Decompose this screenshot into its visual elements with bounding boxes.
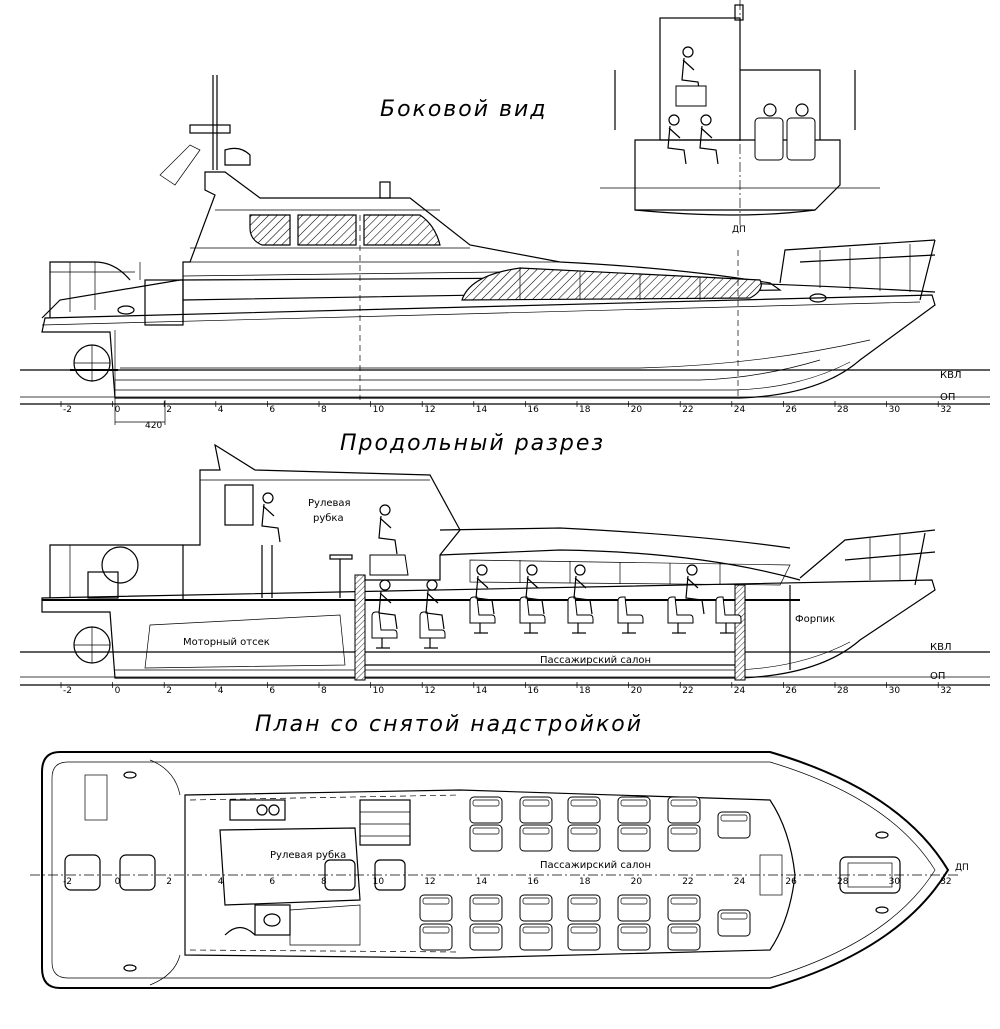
frame-tick-label: 20 [631,405,643,415]
side-view-title: Боковой вид [380,97,548,122]
dp-label-plan: ДП [955,863,969,873]
passenger-salon-label-plan: Пассажирский салон [540,860,651,871]
dp-label-section: ДП [732,225,746,235]
frame-tick-label: 16 [527,686,539,696]
frame-tick-label: 16 [527,877,539,887]
longitudinal-section: Рулевая рубка Моторный отсек [20,443,990,686]
frame-tick-label: 24 [734,877,746,887]
frame-tick-label: 8 [321,877,327,887]
frame-tick-label: 22 [682,877,693,887]
frame-tick-label: 14 [476,686,488,696]
frame-tick-label: 20 [631,686,643,696]
op-label-section: ОП [930,671,945,682]
frame-tick-label: 26 [785,877,797,887]
frame-tick-label: 2 [166,877,172,887]
frame-tick-label: 14 [476,877,488,887]
longitudinal-section-title: Продольный разрез [340,431,605,456]
frame-tick-label: 24 [734,686,746,696]
frame-tick-label: 32 [940,686,951,696]
cross-section-view: ДП [600,0,880,235]
frame-tick-label: 12 [424,405,435,415]
plan-view: ДП Рулевая рубка Пассажирский са [30,751,969,989]
kvl-label-side: КВЛ [940,370,961,381]
frame-tick-label: 6 [269,405,275,415]
frame-tick-label: 0 [115,686,121,696]
frame-tick-label: 30 [889,405,901,415]
frame-tick-label: 6 [269,877,275,887]
dim-420: 420 [145,421,162,431]
op-label-side: ОП [940,392,955,403]
frame-tick-label: 20 [631,877,643,887]
frame-tick-label: 2 [166,405,172,415]
frame-tick-label: -2 [63,877,72,887]
frame-tick-label: 22 [682,405,693,415]
wheelhouse-label-line2: рубка [313,513,344,524]
frame-tick-label: 28 [837,686,849,696]
frame-tick-label: 10 [373,686,385,696]
frame-tick-label: 8 [321,405,327,415]
passenger-seats-grid [419,796,751,951]
frame-tick-label: 8 [321,686,327,696]
frame-tick-label: 16 [527,405,539,415]
frame-tick-label: 18 [579,405,591,415]
kvl-label-section: КВЛ [930,642,951,653]
frame-tick-label: 18 [579,877,591,887]
frame-tick-label: 26 [785,405,797,415]
frame-tick-label: 12 [424,877,435,887]
frame-tick-label: 14 [476,405,488,415]
frame-tick-label: 22 [682,686,693,696]
frame-tick-label: 4 [218,877,224,887]
frame-tick-label: 28 [837,877,849,887]
frame-tick-label: 32 [940,405,951,415]
frame-tick-label: 6 [269,686,275,696]
frame-tick-label: -2 [63,686,72,696]
forepeak-label: Форпик [795,614,835,625]
plan-view-title: План со снятой надстройкой [255,712,643,737]
frame-tick-label: 2 [166,686,172,696]
frame-tick-label: 12 [424,686,435,696]
frame-tick-label: 4 [218,686,224,696]
side-view: 420 КВЛ ОП [20,75,990,431]
passenger-salon-label-section: Пассажирский салон [540,655,651,666]
wheelhouse-label-plan: Рулевая рубка [270,850,346,861]
frame-tick-label: 26 [785,686,797,696]
frame-tick-label: 0 [115,405,121,415]
frame-tick-label: 18 [579,686,591,696]
frame-tick-label: -2 [63,405,72,415]
frame-tick-label: 0 [115,877,121,887]
frame-tick-label: 32 [940,877,951,887]
engine-room-label: Моторный отсек [183,637,270,648]
wheelhouse-label-line1: Рулевая [308,498,351,509]
frame-tick-label: 30 [889,686,901,696]
frame-tick-label: 24 [734,405,746,415]
frame-tick-label: 10 [373,877,385,887]
frame-tick-label: 30 [889,877,901,887]
frame-tick-label: 28 [837,405,849,415]
frame-tick-label: 10 [373,405,385,415]
frame-tick-label: 4 [218,405,224,415]
